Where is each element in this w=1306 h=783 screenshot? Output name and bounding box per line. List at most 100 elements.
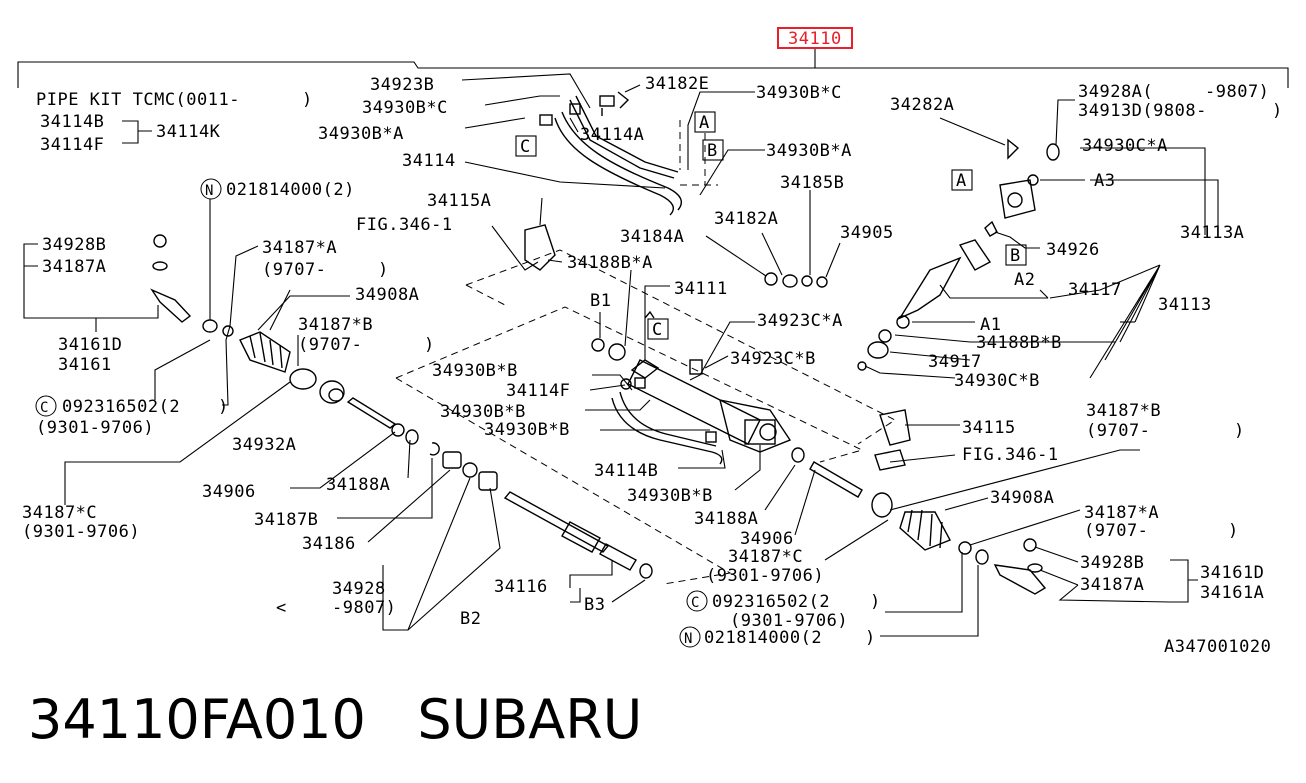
label-34185B[interactable]: 34185B: [780, 173, 844, 193]
pipe-kit-item-2[interactable]: 34114F: [40, 135, 104, 155]
nut-34928B-left[interactable]: [153, 234, 167, 248]
label-34187B[interactable]: 34187B: [254, 510, 318, 530]
label-34161A-right[interactable]: 34161A: [1200, 583, 1264, 603]
label-34928B-right[interactable]: 34928B: [1080, 553, 1144, 573]
inner-tie-rod-left[interactable]: [346, 397, 397, 429]
label-34923B[interactable]: 34923B: [370, 75, 434, 95]
bushing-34932A[interactable]: [319, 380, 345, 404]
label-34188A-right[interactable]: 34188A: [694, 509, 758, 529]
label-34188BxB[interactable]: 34188B*B: [976, 333, 1062, 353]
label-34928[interactable]: 34928: [332, 579, 386, 599]
nut-34928B-right[interactable]: [1023, 538, 1037, 552]
label-34116[interactable]: 34116: [494, 577, 548, 597]
label-34282A[interactable]: 34282A: [890, 95, 954, 115]
label-34115[interactable]: 34115: [962, 418, 1016, 438]
label-34923CxA[interactable]: 34923C*A: [757, 311, 843, 331]
label-34113A[interactable]: 34113A: [1180, 223, 1244, 243]
label-34930BxB-4[interactable]: 34930B*B: [627, 486, 713, 506]
label-34188BxA[interactable]: 34188B*A: [567, 253, 653, 273]
tie-rod-end-left[interactable]: [150, 288, 192, 323]
label-34928B-left[interactable]: 34928B: [42, 235, 106, 255]
label-34187xB-left[interactable]: 34187*B: [298, 315, 373, 335]
bushing-34928[interactable]: [478, 471, 498, 491]
label-34188A-left[interactable]: 34188A: [326, 475, 390, 495]
boot-34908A-left[interactable]: [239, 331, 291, 373]
label-n021814000-top[interactable]: 021814000(2): [226, 180, 355, 200]
label-34932A[interactable]: 34932A: [232, 435, 296, 455]
label-34926[interactable]: 34926: [1046, 240, 1100, 260]
rod-34116[interactable]: [503, 491, 653, 579]
label-34930BxB-1[interactable]: 34930B*B: [432, 361, 518, 381]
label-34930CxA[interactable]: 34930C*A: [1082, 136, 1168, 156]
label-A1[interactable]: A1: [980, 315, 1001, 335]
callout-box-B-top[interactable]: [702, 139, 724, 161]
label-34923CxB[interactable]: 34923C*B: [730, 349, 816, 369]
label-34930BxC-top[interactable]: 34930B*C: [362, 98, 448, 118]
label-fig346-1-bottom[interactable]: FIG.346-1: [962, 445, 1059, 465]
label-34928A[interactable]: 34928A(: [1078, 82, 1153, 102]
label-34161D-right[interactable]: 34161D: [1200, 563, 1264, 583]
label-34187xA-right[interactable]: 34187*A: [1084, 503, 1159, 523]
label-34111[interactable]: 34111: [674, 279, 728, 299]
label-34930BxA-1[interactable]: 34930B*A: [318, 124, 404, 144]
callout-box-C-center[interactable]: [647, 318, 669, 340]
label-34187xA-left[interactable]: 34187*A: [262, 238, 337, 258]
boot-34908A-right[interactable]: [899, 509, 951, 551]
label-34182A[interactable]: 34182A: [714, 209, 778, 229]
label-34930CxB[interactable]: 34930C*B: [954, 371, 1040, 391]
nut-021814000[interactable]: [202, 319, 218, 333]
label-34187xC-right[interactable]: 34187*C: [728, 547, 803, 567]
nut-34188A-right[interactable]: [791, 447, 805, 463]
bushing-34186[interactable]: [442, 451, 462, 469]
label-34908A-left[interactable]: 34908A: [355, 285, 419, 305]
label-B3[interactable]: B3: [584, 595, 605, 615]
label-34114F[interactable]: 34114F: [506, 381, 570, 401]
label-n021814000-bottom[interactable]: 021814000(2: [704, 628, 822, 648]
label-34184A[interactable]: 34184A: [620, 227, 684, 247]
pipe-kit-number[interactable]: 34114K: [156, 122, 221, 142]
main-part-number[interactable]: 34110: [788, 29, 842, 49]
washer-34187A-left[interactable]: [152, 261, 168, 271]
label-34930BxB-2[interactable]: 34930B*B: [440, 402, 526, 422]
label-34913D[interactable]: 34913D(9808-: [1078, 101, 1207, 121]
bracket-34115A[interactable]: [524, 224, 556, 271]
label-34930BxA-2[interactable]: 34930B*A: [766, 141, 852, 161]
label-34930BxB-3[interactable]: 34930B*B: [484, 420, 570, 440]
label-34908A-right[interactable]: 34908A: [990, 488, 1054, 508]
label-34905[interactable]: 34905: [840, 223, 894, 243]
label-34187xB-right[interactable]: 34187*B: [1086, 401, 1161, 421]
gearbox-housing[interactable]: [591, 310, 792, 465]
callout-box-C-top[interactable]: [515, 135, 537, 157]
label-A2[interactable]: A2: [1014, 270, 1035, 290]
clamp-34187C-right[interactable]: [871, 492, 893, 518]
label-34187xC-left[interactable]: 34187*C: [22, 503, 97, 523]
inner-tie-rod-right[interactable]: [809, 461, 863, 498]
pipe-kit-item-1[interactable]: 34114B: [40, 112, 104, 132]
label-34114[interactable]: 34114: [402, 151, 456, 171]
tie-rod-end-right[interactable]: [993, 564, 1047, 595]
label-34187A-left[interactable]: 34187A: [42, 257, 106, 277]
label-34114A[interactable]: 34114A: [580, 125, 644, 145]
label-34115A[interactable]: 34115A: [427, 191, 491, 211]
label-34187A-right[interactable]: 34187A: [1080, 575, 1144, 595]
label-34161-left[interactable]: 34161: [58, 355, 112, 375]
nut-34188A-left[interactable]: [405, 429, 419, 445]
label-34930BxC-right[interactable]: 34930B*C: [756, 83, 842, 103]
label-34186[interactable]: 34186: [302, 534, 356, 554]
clamp-34187B-left[interactable]: [289, 368, 317, 390]
valve-assembly[interactable]: [857, 138, 1060, 371]
bracket-34115[interactable]: [879, 409, 911, 446]
label-c092316502-left[interactable]: 092316502(2: [62, 397, 180, 417]
clip-34187B[interactable]: [429, 442, 440, 456]
label-B2[interactable]: B2: [460, 609, 481, 629]
label-34906-right[interactable]: 34906: [740, 529, 794, 549]
callout-box-A-top[interactable]: [694, 111, 716, 133]
label-34113[interactable]: 34113: [1158, 295, 1212, 315]
label-c092316502-right[interactable]: 092316502(2: [712, 592, 830, 612]
label-34917[interactable]: 34917: [928, 352, 982, 372]
label-A3[interactable]: A3: [1094, 171, 1115, 191]
callout-box-A-right[interactable]: [951, 169, 973, 191]
label-34161D-left[interactable]: 34161D: [58, 335, 122, 355]
callout-box-B-right[interactable]: [1005, 244, 1027, 266]
label-34906-left[interactable]: 34906: [202, 482, 256, 502]
